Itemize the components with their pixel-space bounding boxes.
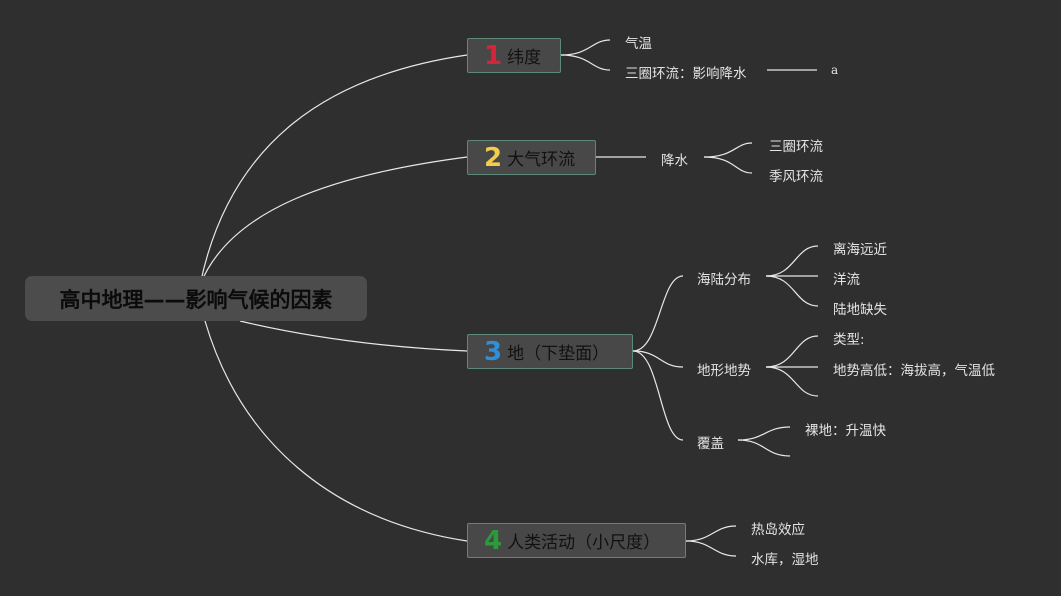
connector-b3-s3 bbox=[632, 350, 684, 441]
branch-label: 人类活动（小尺度） bbox=[507, 533, 661, 553]
connector-s2-c1 bbox=[765, 335, 819, 368]
connector-b2-c1 bbox=[703, 142, 753, 158]
leaf-topic[interactable]: 热岛效应 bbox=[751, 522, 805, 538]
connector-b4-c1 bbox=[685, 525, 737, 542]
leaf-topic[interactable]: 洋流 bbox=[833, 272, 860, 288]
leaf-topic[interactable]: 水库，湿地 bbox=[751, 552, 819, 568]
branch-number: 3 bbox=[484, 336, 503, 367]
branch-label: 地（下垫面） bbox=[507, 344, 610, 364]
leaf-topic[interactable]: 地势高低：海拔高，气温低 bbox=[833, 363, 995, 379]
connector-root-b4 bbox=[204, 320, 468, 542]
leaf-topic[interactable]: 陆地缺失 bbox=[833, 302, 887, 318]
leaf-topic[interactable]: 裸地：升温快 bbox=[805, 423, 886, 439]
connector-s3-c1 bbox=[737, 426, 791, 441]
leaf-topic[interactable]: 离海远近 bbox=[833, 242, 887, 258]
connector-s1-c1 bbox=[765, 245, 819, 277]
leaf-topic[interactable]: 三圈环流 bbox=[769, 139, 823, 155]
branch-label: 纬度 bbox=[507, 48, 542, 68]
connector-root-b1 bbox=[199, 54, 468, 286]
branch-number: 4 bbox=[484, 525, 503, 556]
branch-underlying-surface[interactable]: 3 地（下垫面） bbox=[467, 334, 633, 369]
leaf-topic[interactable]: 气温 bbox=[625, 36, 652, 52]
leaf-topic[interactable]: 三圈环流：影响降水 bbox=[625, 66, 747, 82]
connector-s2-c3 bbox=[765, 366, 819, 397]
subtopic[interactable]: 地形地势 bbox=[697, 363, 751, 379]
branch-atmospheric-circulation[interactable]: 2 大气环流 bbox=[467, 140, 596, 175]
connector-root-b2 bbox=[199, 156, 468, 286]
connector-s3-c2 bbox=[737, 439, 791, 457]
branch-label: 大气环流 bbox=[507, 150, 576, 170]
connector-root-b3 bbox=[239, 320, 468, 352]
connector-b3-s1 bbox=[632, 275, 684, 352]
connector-b4-c2 bbox=[685, 540, 737, 557]
connector-s1-c3 bbox=[765, 275, 819, 307]
branch-human-activity[interactable]: 4 人类活动（小尺度） bbox=[467, 523, 686, 558]
subtopic[interactable]: 海陆分布 bbox=[697, 272, 751, 288]
subtopic[interactable]: 降水 bbox=[661, 153, 688, 169]
root-topic[interactable]: 高中地理——影响气候的因素 bbox=[25, 276, 367, 321]
leaf-topic[interactable]: a bbox=[831, 63, 839, 77]
connector-b2-c2 bbox=[703, 156, 753, 174]
root-title: 高中地理——影响气候的因素 bbox=[59, 287, 333, 312]
branch-number: 2 bbox=[484, 142, 503, 173]
branch-latitude[interactable]: 1 纬度 bbox=[467, 38, 561, 73]
subtopic[interactable]: 覆盖 bbox=[697, 436, 724, 452]
leaf-topic[interactable]: 类型: bbox=[833, 332, 865, 348]
connector-b1-c2 bbox=[560, 54, 611, 71]
leaf-topic[interactable]: 季风环流 bbox=[769, 169, 823, 185]
connector-b3-s2 bbox=[632, 350, 684, 368]
connector-b1-c1 bbox=[560, 39, 611, 56]
branch-number: 1 bbox=[484, 40, 503, 71]
